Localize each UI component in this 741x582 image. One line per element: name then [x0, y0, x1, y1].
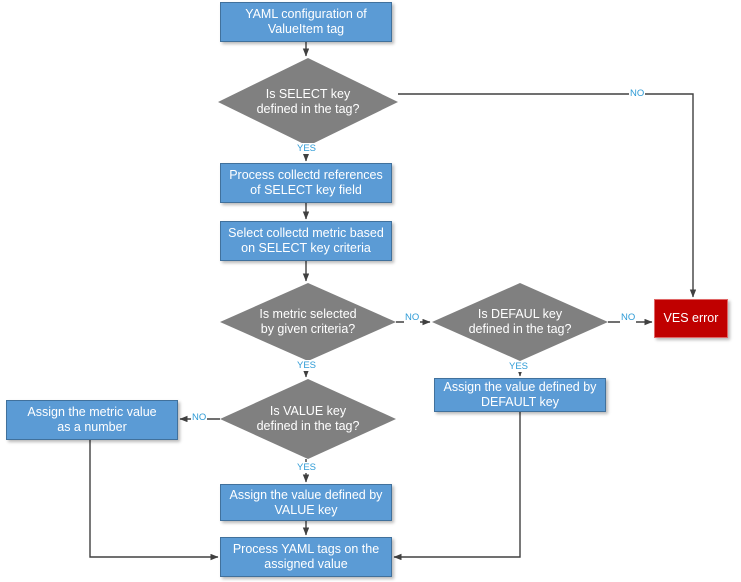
edge-label-value-no: NO	[191, 412, 208, 423]
edge-assign-default-to-yaml	[393, 412, 521, 561]
node-line-2: ValueItem tag	[267, 22, 345, 36]
node-line-1: Is VALUE key	[269, 404, 347, 418]
node-label: Process YAML tags on the assigned value	[221, 542, 391, 572]
node-line-2: defined in the tag?	[256, 102, 360, 116]
node-label: Is VALUE key defined in the tag?	[220, 404, 396, 434]
node-decision-defaul-key[interactable]: Is DEFAUL key defined in the tag?	[432, 283, 608, 361]
node-line-2: by given criteria?	[260, 322, 356, 336]
node-label: Assign the metric value as a number	[7, 405, 177, 435]
node-select-collectd-metric[interactable]: Select collectd metric based on SELECT k…	[220, 221, 392, 261]
edge-select-no-to-error	[398, 93, 697, 298]
node-line-2: VALUE key	[274, 502, 338, 517]
node-label: VES error	[663, 311, 719, 325]
node-label: Is metric selected by given criteria?	[220, 307, 396, 337]
node-assign-value-key[interactable]: Assign the value defined by VALUE key	[220, 484, 392, 521]
node-label: Is DEFAUL key defined in the tag?	[432, 307, 608, 337]
node-line-1: Process collectd references	[229, 168, 383, 182]
node-line-1: Is DEFAUL key	[477, 307, 563, 321]
node-assign-metric-number[interactable]: Assign the metric value as a number	[6, 400, 178, 440]
edge-label-metric-yes: YES	[296, 360, 318, 371]
node-line-1: Select collectd metric based	[228, 226, 384, 240]
edge-label-defaul-yes: YES	[508, 361, 530, 372]
edge-label-select-yes: YES	[296, 143, 318, 154]
node-process-collectd-references[interactable]: Process collectd references of SELECT ke…	[220, 163, 392, 203]
node-line-1: Is metric selected	[259, 307, 357, 321]
node-line-2: DEFAULT key	[480, 395, 560, 409]
node-line-1: YAML configuration of	[245, 7, 367, 21]
edge-label-select-no: NO	[629, 88, 646, 99]
node-assign-default-key[interactable]: Assign the value defined by DEFAULT key	[434, 378, 606, 412]
node-line-2: on SELECT key criteria	[241, 241, 371, 255]
node-line-1: Assign the metric value	[27, 405, 157, 419]
node-line-2: defined in the tag?	[256, 419, 360, 433]
node-line-2: defined in the tag?	[468, 322, 572, 336]
node-line-2: of SELECT key field	[250, 183, 362, 197]
node-label: Assign the value defined by DEFAULT key	[435, 380, 605, 410]
edge-label-defaul-no: NO	[620, 312, 637, 323]
node-label: Process collectd references of SELECT ke…	[221, 168, 391, 198]
node-label: Is SELECT key defined in the tag?	[218, 87, 398, 117]
edge-label-value-yes: YES	[296, 462, 318, 473]
node-label: Assign the value defined by VALUE key	[221, 488, 391, 518]
node-label: Select collectd metric based on SELECT k…	[221, 226, 391, 256]
node-line-1: Is SELECT key	[265, 87, 351, 101]
node-decision-value-key[interactable]: Is VALUE key defined in the tag?	[220, 379, 396, 459]
edge-label-metric-no: NO	[404, 312, 421, 323]
node-process-yaml-tags[interactable]: Process YAML tags on the assigned value	[220, 537, 392, 577]
node-line-1: Assign the value defined by	[229, 487, 383, 502]
node-line-2: assigned value	[264, 557, 348, 571]
node-decision-metric-selected[interactable]: Is metric selected by given criteria?	[220, 283, 396, 361]
node-start-yaml-config[interactable]: YAML configuration of ValueItem tag	[220, 2, 392, 42]
node-decision-select-key[interactable]: Is SELECT key defined in the tag?	[218, 58, 398, 146]
node-ves-error[interactable]: VES error	[654, 299, 728, 338]
node-line-2: as a number	[57, 420, 127, 434]
edge-number-to-yaml	[89, 440, 219, 561]
node-line-1: Process YAML tags on the	[232, 542, 380, 556]
node-label: YAML configuration of ValueItem tag	[221, 7, 391, 37]
node-line-1: Assign the value defined by	[443, 380, 597, 394]
